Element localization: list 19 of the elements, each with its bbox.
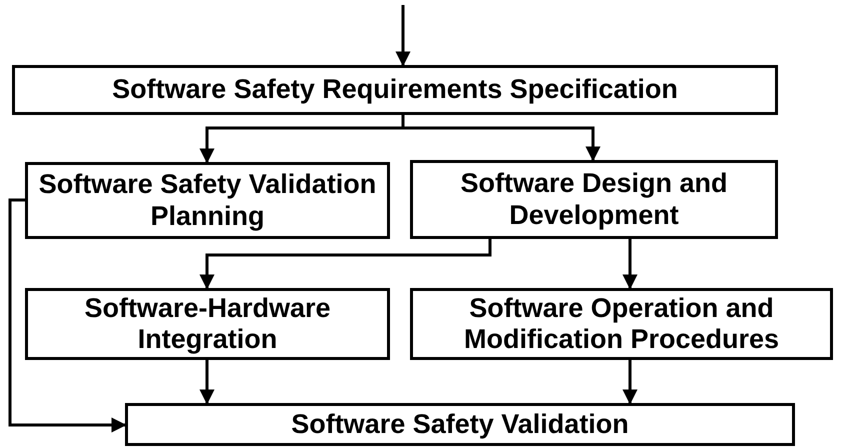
arrow (8, 198, 126, 432)
process-box (410, 160, 778, 239)
arrow (402, 115, 600, 162)
box-label: Software Safety Requirements Specification (112, 74, 678, 106)
box-label: Software-Hardware Integration (83, 292, 332, 356)
process-box (25, 162, 390, 239)
arrow (200, 239, 492, 290)
arrow (200, 360, 214, 404)
process-box (410, 288, 833, 360)
box-label: Software Design and Development (459, 168, 729, 231)
process-box (12, 65, 778, 115)
box-label: Software Operation and Modification Procedures (462, 292, 780, 356)
arrow (622, 239, 638, 290)
arrow (396, 5, 410, 66)
process-box (125, 403, 795, 446)
box-label: Software Safety Validation (291, 408, 629, 440)
process-box (25, 288, 390, 360)
box-label: Software Safety Validation Planning (38, 169, 378, 232)
arrow (622, 360, 638, 404)
